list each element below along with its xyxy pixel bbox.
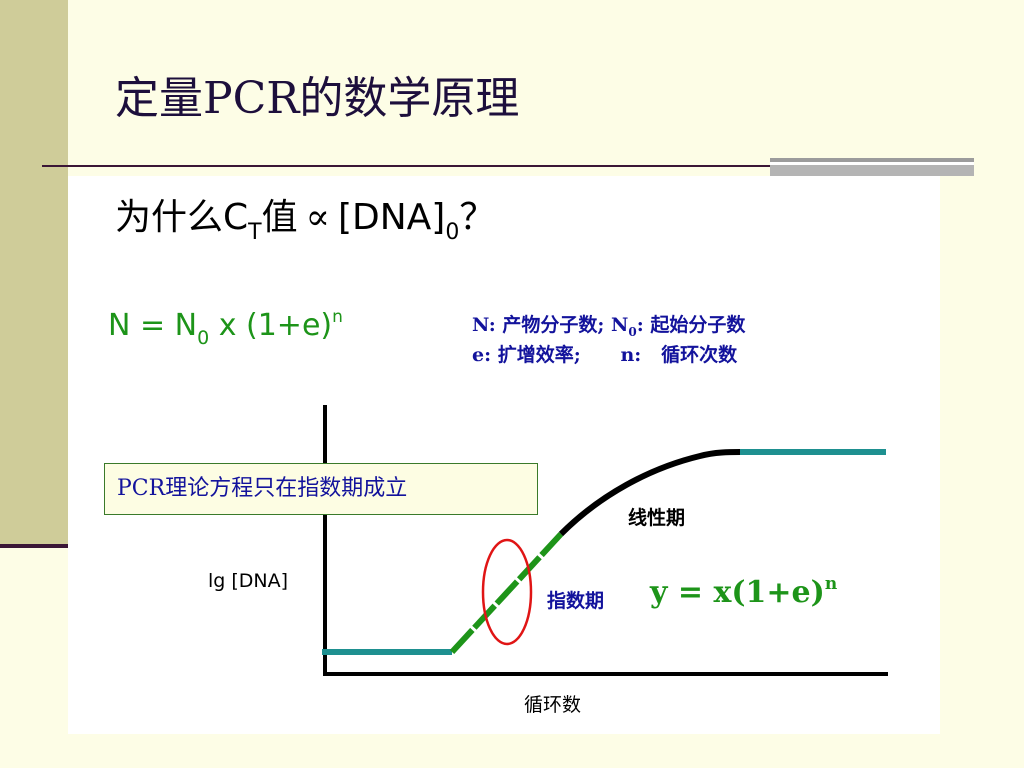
legend-n0-colon: :: [636, 314, 644, 336]
proportional-symbol: ∝: [305, 197, 330, 238]
formula-subscript: 0: [197, 327, 210, 349]
legend-cycles-desc: 循环次数: [661, 344, 738, 366]
question-middle: 值: [261, 197, 298, 238]
variable-legend-line-1: N: 产物分子数; N0: 起始分子数: [472, 310, 746, 339]
formula-rhs: x (1+e): [209, 308, 333, 343]
x-axis-label: 循环数: [524, 694, 582, 716]
exponential-equation-sup: n: [824, 574, 838, 594]
ct-highlight-ellipse: [481, 538, 533, 646]
legend-e-desc: 扩增效率;: [497, 344, 581, 366]
linear-phase-label: 线性期: [628, 507, 686, 529]
legend-n-key: N:: [472, 314, 496, 336]
left-decor-rule: [0, 544, 68, 548]
legend-n0-sub: 0: [628, 325, 637, 339]
linear-phase-segment: [558, 449, 741, 537]
legend-cycles-key: n:: [620, 344, 642, 366]
question-prefix: 为什么C: [115, 197, 249, 238]
question-suffix: ？: [459, 197, 496, 238]
exponential-phase-segment: [449, 531, 564, 655]
question-subscript: T: [248, 220, 262, 245]
legend-e-key: e:: [472, 344, 492, 366]
slide-title: 定量PCR的数学原理: [115, 73, 520, 124]
exponential-equation: y = x(1+e)n: [650, 574, 838, 610]
exponential-equation-text: y = x(1+e): [650, 575, 825, 610]
callout-box: PCR理论方程只在指数期成立: [104, 463, 538, 515]
left-decor-band: [0, 0, 68, 548]
question-bracket: [DNA]: [337, 197, 446, 238]
y-axis-label: lg [DNA]: [208, 570, 289, 592]
decor-grey-bar: [770, 158, 974, 176]
legend-n-desc: 产物分子数;: [502, 314, 605, 336]
legend-n0-key: N: [610, 314, 629, 336]
variable-legend-line-2: e: 扩增效率; n: 循环次数: [472, 340, 737, 367]
formula-lhs: N = N: [108, 308, 198, 343]
formula-superscript: n: [332, 307, 343, 327]
question-bracket-subscript: 0: [445, 220, 460, 245]
title-underline: [42, 165, 974, 167]
question-heading: 为什么CT值∝[DNA]0？: [115, 188, 496, 245]
legend-n0-desc: 起始分子数: [650, 314, 746, 336]
exponential-phase-label: 指数期: [547, 590, 605, 612]
growth-formula: N = N0 x (1+e)n: [108, 307, 343, 349]
